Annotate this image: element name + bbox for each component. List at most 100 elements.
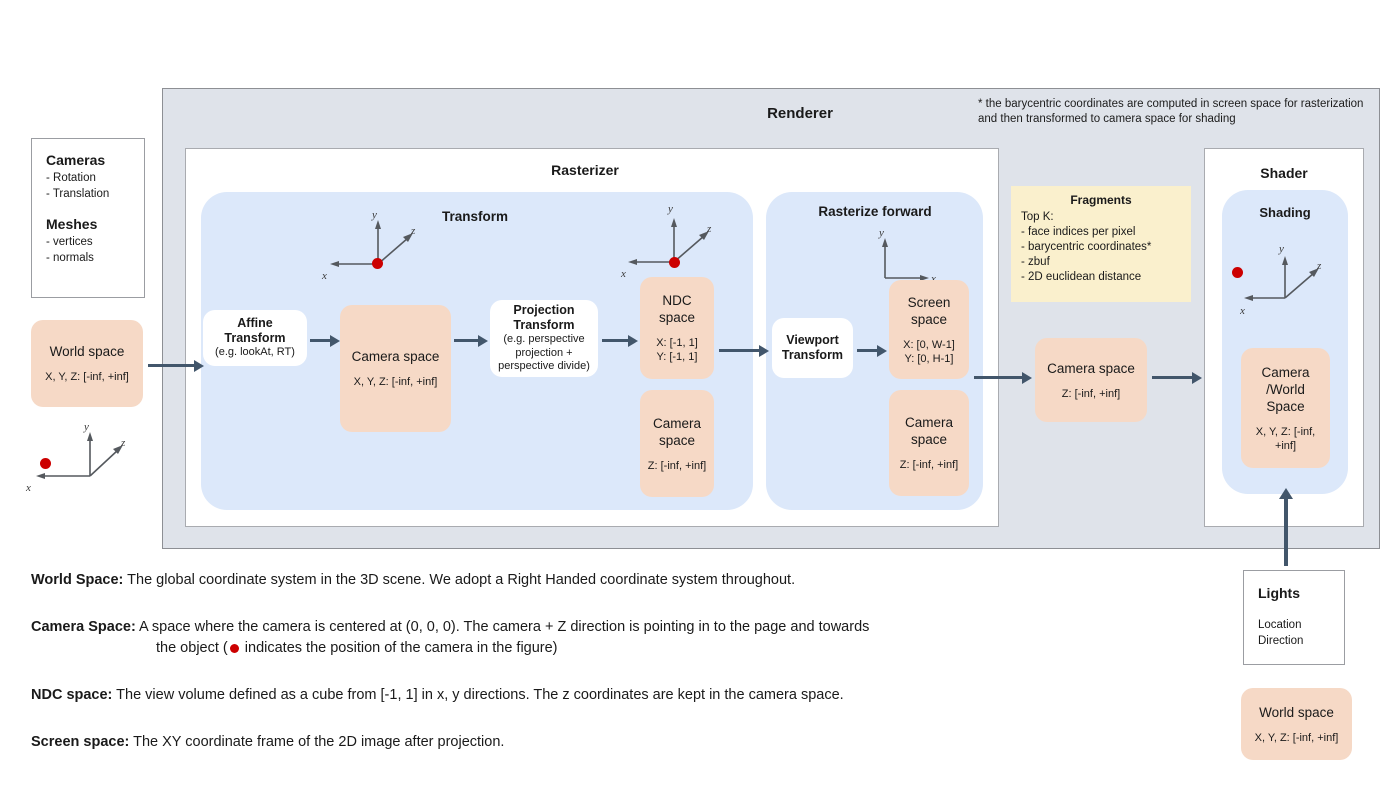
- world-space-box-right: World space X, Y, Z: [-inf, +inf]: [1241, 688, 1352, 760]
- svg-text:z: z: [120, 437, 126, 449]
- glossary-camera-space-post: indicates the position of the camera in …: [240, 640, 558, 656]
- rasterizer-title: Rasterizer: [551, 162, 619, 178]
- glossary-item-camera-space: Camera Space: A space where the camera i…: [31, 617, 1131, 659]
- world-space-range: X, Y, Z: [-inf, +inf]: [45, 371, 129, 383]
- camera-position-dot-world: [40, 458, 51, 469]
- projection-transform-sub: (e.g. perspective projection + perspecti…: [498, 333, 590, 373]
- fragments-item-distance: - 2D euclidean distance: [1021, 271, 1142, 283]
- viewport-transform-box: Viewport Transform: [772, 318, 853, 378]
- lights-card: Lights Location Direction: [1243, 570, 1345, 665]
- camera-space-range: X, Y, Z: [-inf, +inf]: [353, 376, 438, 388]
- transform-axis-gizmo: y x z: [320, 200, 430, 285]
- camera-dot-icon: [229, 643, 239, 653]
- glossary-item-screen-space: Screen space: The XY coordinate frame of…: [31, 732, 1131, 753]
- renderer-title: Renderer: [767, 105, 833, 122]
- glossary-text-camera-space: A space where the camera is centered at …: [139, 619, 870, 635]
- svg-text:x: x: [1240, 305, 1245, 317]
- cameras-item-rotation: - Rotation: [46, 172, 96, 184]
- svg-text:x: x: [321, 270, 327, 282]
- cameras-meshes-card: Cameras - Rotation - Translation Meshes …: [31, 138, 145, 298]
- cameras-item-translation: - Translation: [46, 188, 110, 200]
- fragments-item-face-indices: - face indices per pixel: [1021, 226, 1136, 238]
- svg-text:y: y: [667, 203, 673, 215]
- world-space-label: World space: [49, 344, 125, 359]
- affine-transform-box: Affine Transform (e.g. lookAt, RT): [203, 310, 307, 366]
- glossary-term-world-space: World Space:: [31, 572, 124, 588]
- rasterize-forward-title: Rasterize forward: [818, 204, 932, 219]
- glossary-text-world-space: The global coordinate system in the 3D s…: [127, 572, 796, 588]
- svg-text:z: z: [1316, 260, 1322, 272]
- lights-item-location: Location: [1258, 619, 1302, 631]
- shader-title: Shader: [1260, 165, 1308, 181]
- post-raster-camera-space-label: Camera space: [1047, 360, 1135, 376]
- glossary-text-screen-space: The XY coordinate frame of the 2D image …: [133, 734, 505, 750]
- fragments-lead: Top K:: [1021, 211, 1054, 223]
- fragments-note: Fragments Top K: - face indices per pixe…: [1011, 186, 1191, 302]
- barycentric-footnote: * the barycentric coordinates are comput…: [978, 98, 1364, 125]
- glossary-section: World Space: The global coordinate syste…: [31, 570, 1131, 779]
- meshes-heading: Meshes: [46, 216, 98, 232]
- screen-space-box: Screen space X: [0, W-1] Y: [0, H-1]: [889, 280, 969, 379]
- meshes-item-vertices: - vertices: [46, 236, 93, 248]
- camera-space-z-label: Camera space: [652, 415, 701, 448]
- projection-transform-box: Projection Transform (e.g. perspective p…: [490, 300, 598, 377]
- camera-space-z-range: Z: [-inf, +inf]: [647, 459, 707, 472]
- svg-text:y: y: [878, 227, 884, 239]
- svg-text:x: x: [620, 268, 626, 280]
- svg-text:x: x: [930, 273, 936, 285]
- camera-space-label: Camera space: [351, 349, 440, 364]
- svg-text:y: y: [1278, 243, 1284, 255]
- svg-text:z: z: [706, 223, 712, 235]
- camera-position-dot-ndc: [669, 257, 680, 268]
- shading-axis-gizmo: y x z: [1240, 240, 1350, 325]
- post-raster-camera-space-range: Z: [-inf, +inf]: [1061, 387, 1121, 400]
- camera-space-z2-label: Camera space: [904, 415, 953, 447]
- cameras-heading: Cameras: [46, 152, 106, 168]
- ndc-space-label: NDC space: [658, 293, 696, 325]
- fragments-item-zbuf: - zbuf: [1021, 256, 1050, 268]
- ndc-axis-gizmo: y x z: [620, 196, 730, 281]
- transform-stage-title: Transform: [441, 209, 509, 224]
- glossary-term-camera-space: Camera Space:: [31, 619, 136, 635]
- lights-item-direction: Direction: [1258, 635, 1304, 647]
- screen-axis-gizmo: y x: [845, 226, 945, 296]
- world-space-right-range: X, Y, Z: [-inf, +inf]: [1254, 731, 1339, 744]
- screen-space-range: X: [0, W-1] Y: [0, H-1]: [903, 338, 955, 365]
- affine-transform-title: Affine Transform: [224, 316, 286, 346]
- glossary-text-camera-space-cont: the object ( indicates the position of t…: [31, 638, 1131, 659]
- svg-text:y: y: [83, 421, 89, 433]
- glossary-term-screen-space: Screen space:: [31, 734, 130, 750]
- camera-space-box-ndc: Camera space Z: [-inf, +inf]: [640, 390, 714, 497]
- world-space-right-label: World space: [1259, 704, 1334, 720]
- svg-text:y: y: [371, 209, 377, 221]
- fragments-title: Fragments: [1070, 193, 1132, 207]
- meshes-item-normals: - normals: [46, 252, 94, 264]
- viewport-transform-title: Viewport Transform: [781, 333, 844, 362]
- camera-world-space-range: X, Y, Z: [-inf, +inf]: [1255, 425, 1316, 452]
- camera-world-space-label: Camera /World Space: [1261, 364, 1310, 414]
- ndc-space-range: X: [-1, 1] Y: [-1, 1]: [656, 337, 698, 363]
- camera-space-box-screen: Camera space Z: [-inf, +inf]: [889, 390, 969, 496]
- world-space-axis-gizmo: y x z: [18, 418, 128, 503]
- camera-world-space-box: Camera /World Space X, Y, Z: [-inf, +inf…: [1241, 348, 1330, 468]
- world-space-box-left: World space X, Y, Z: [-inf, +inf]: [31, 320, 143, 407]
- camera-position-dot-transform: [372, 258, 383, 269]
- lights-heading: Lights: [1258, 585, 1300, 601]
- glossary-item-world-space: World Space: The global coordinate syste…: [31, 570, 1131, 591]
- ndc-space-box: NDC space X: [-1, 1] Y: [-1, 1]: [640, 277, 714, 379]
- screen-space-label: Screen space: [907, 294, 951, 327]
- glossary-camera-space-pre: the object (: [156, 640, 228, 656]
- svg-text:z: z: [410, 225, 416, 237]
- glossary-item-ndc-space: NDC space: The view volume defined as a …: [31, 685, 1131, 706]
- camera-space-box-transform: Camera space X, Y, Z: [-inf, +inf]: [340, 305, 451, 432]
- camera-position-dot-shading: [1232, 267, 1243, 278]
- shading-stage-title: Shading: [1259, 205, 1311, 220]
- camera-space-box-post-raster: Camera space Z: [-inf, +inf]: [1035, 338, 1147, 422]
- glossary-text-ndc-space: The view volume defined as a cube from […: [116, 687, 844, 703]
- glossary-term-ndc-space: NDC space:: [31, 687, 113, 703]
- camera-space-z2-range: Z: [-inf, +inf]: [899, 459, 959, 471]
- fragments-item-barycentric: - barycentric coordinates*: [1021, 241, 1152, 253]
- affine-transform-sub: (e.g. lookAt, RT): [215, 346, 295, 359]
- projection-transform-title: Projection Transform: [513, 303, 575, 333]
- svg-text:x: x: [25, 482, 31, 494]
